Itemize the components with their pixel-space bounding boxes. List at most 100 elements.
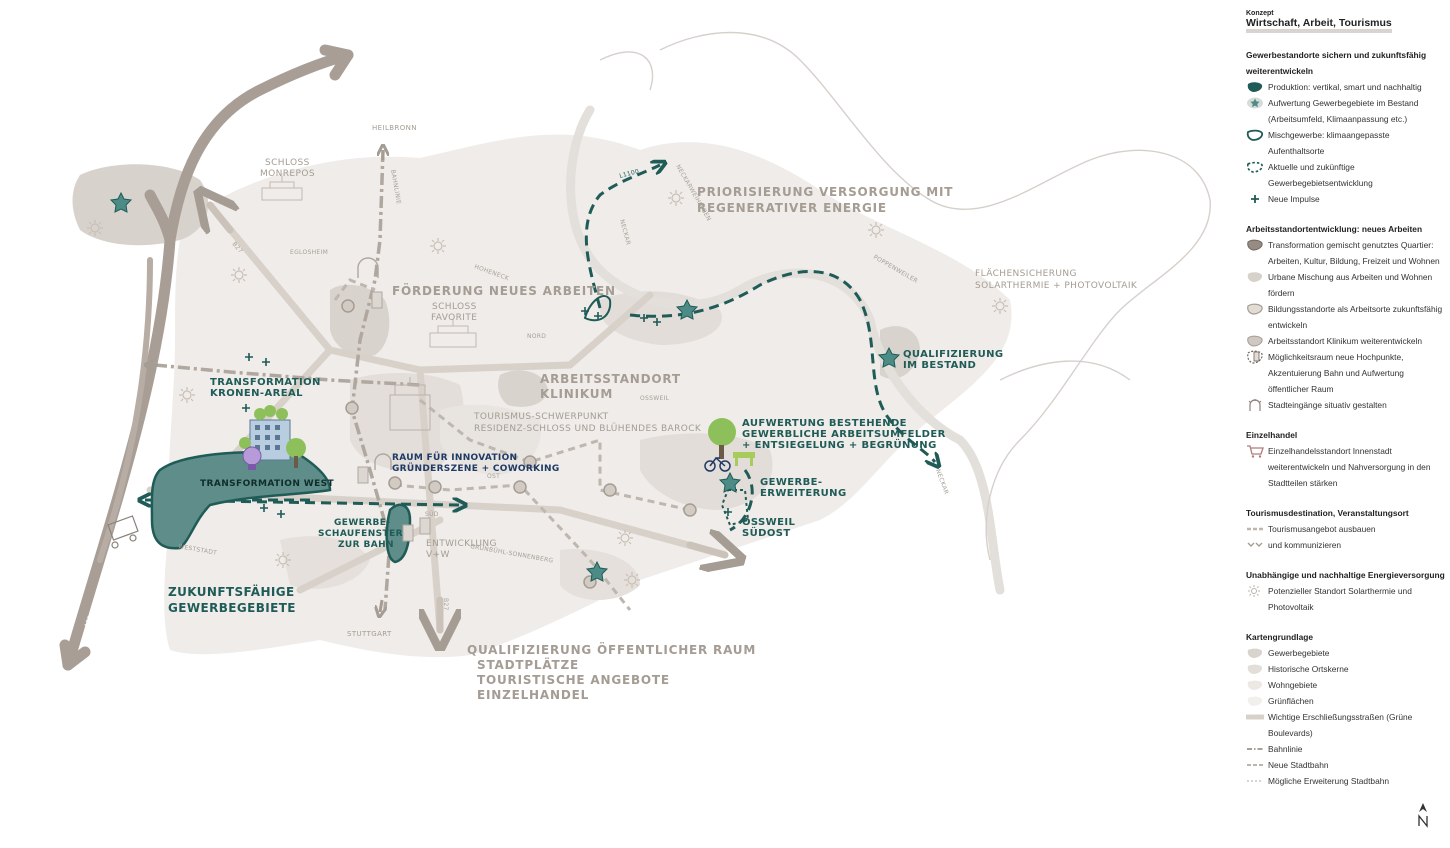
north-arrow-icon: [1418, 803, 1428, 828]
sun-icon: [87, 220, 103, 236]
svg-text:KLINIKUM: KLINIKUM: [540, 387, 613, 401]
svg-text:QUALIFIZIERUNG ÖFFENTLICHER RA: QUALIFIZIERUNG ÖFFENTLICHER RAUM: [467, 642, 756, 657]
svg-text:SÜD: SÜD: [425, 511, 439, 518]
legend-item: Produktion: vertikal, smart und nachhalt…: [1246, 79, 1446, 95]
svg-text:L1100: L1100: [619, 168, 640, 180]
swatch-lighter-icon: [1247, 696, 1263, 706]
svg-text:HEILBRONN: HEILBRONN: [372, 124, 417, 132]
legend-title: Wirtschaft, Arbeit, Tourismus: [1246, 17, 1392, 33]
sun-icon: [868, 222, 884, 238]
svg-text:AUFWERTUNG BESTEHENDE: AUFWERTUNG BESTEHENDE: [742, 418, 907, 429]
ossweil-dashed-outline: [720, 489, 750, 527]
svg-text:IM BESTAND: IM BESTAND: [903, 360, 976, 371]
svg-text:MONREPOS: MONREPOS: [260, 169, 315, 179]
svg-text:RAUM FÜR INNOVATION: RAUM FÜR INNOVATION: [392, 452, 517, 463]
svg-text:ARBEITSSTANDORT: ARBEITSSTANDORT: [540, 372, 681, 386]
swatch-dark-icon: [1247, 648, 1263, 658]
star-icon: [877, 346, 901, 368]
svg-text:GRÜNDERSZENE + COWORKING: GRÜNDERSZENE + COWORKING: [392, 463, 560, 474]
svg-text:FÖRDERUNG NEUES ARBEITEN: FÖRDERUNG NEUES ARBEITEN: [392, 283, 616, 298]
mixed-use-outline-icon: [1246, 129, 1264, 141]
svg-text:STUTTGART: STUTTGART: [347, 630, 392, 638]
svg-text:ZUKUNFTSFÄHIGE: ZUKUNFTSFÄHIGE: [168, 584, 295, 599]
legend-item: Transformation gemischt genutztes Quarti…: [1246, 237, 1446, 269]
plus-markers: [242, 307, 732, 518]
sun-icon: [1248, 585, 1260, 597]
svg-text:OSSWEIL: OSSWEIL: [742, 517, 795, 528]
svg-text:FLÄCHENSICHERUNG: FLÄCHENSICHERUNG: [975, 268, 1077, 279]
svg-text:A81: A81: [83, 614, 94, 628]
svg-text:REGENERATIVER ENERGIE: REGENERATIVER ENERGIE: [697, 201, 887, 215]
legend-item: Aktuelle und zukünftige Gewerbegebietsen…: [1246, 159, 1446, 191]
svg-text:OSSWEIL: OSSWEIL: [640, 395, 670, 402]
sun-icon: [179, 387, 195, 403]
neckar-river: [566, 105, 1005, 595]
svg-text:OST: OST: [487, 473, 500, 480]
sun-icon: [617, 530, 633, 546]
star-icon: [585, 560, 609, 582]
legend-section-heading: Gewerbestandorte sichern und zukunftsfäh…: [1246, 50, 1427, 76]
svg-text:A81: A81: [295, 87, 309, 100]
svg-text:V+W: V+W: [426, 550, 450, 560]
highrise-option-icon: [357, 291, 431, 542]
svg-text:QUALIFIZIERUNG: QUALIFIZIERUNG: [903, 349, 1004, 360]
svg-text:GEWERBEGEBIETE: GEWERBEGEBIETE: [168, 601, 296, 615]
legend-item: und kommunizieren: [1246, 537, 1446, 553]
shopping-cart-icon: [1247, 445, 1264, 458]
legend-item: Wohngebiete: [1246, 677, 1446, 693]
legend-section-heading: Unabhängige und nachhaltige Energieverso…: [1246, 570, 1445, 580]
sun-icon: [275, 552, 291, 568]
svg-text:NORD: NORD: [527, 333, 546, 340]
education-area-icon: [1247, 303, 1263, 315]
svg-text:SOLARTHERMIE + PHOTOVOLTAIK: SOLARTHERMIE + PHOTOVOLTAIK: [975, 281, 1138, 291]
legend-section-heading: Einzelhandel: [1246, 430, 1298, 440]
legend-item: Aufwertung Gewerbegebiete im Bestand (Ar…: [1246, 95, 1446, 127]
svg-text:EINZELHANDEL: EINZELHANDEL: [477, 688, 589, 702]
sun-icon: [668, 190, 684, 206]
truck-icon: [107, 515, 139, 549]
svg-text:ZUR BAHN: ZUR BAHN: [338, 540, 394, 550]
transformation-area-icon: [1247, 239, 1263, 251]
star-icon: [718, 471, 742, 493]
city-gate-icon: [1248, 399, 1262, 411]
svg-text:GEWERBE-: GEWERBE-: [334, 518, 390, 528]
legend-item: Tourismusangebot ausbauen: [1246, 521, 1446, 537]
sun-icon: [624, 572, 640, 588]
star-markers: [109, 191, 901, 582]
river-outlines: [599, 31, 1211, 561]
sun-icon: [992, 298, 1008, 314]
svg-text:PRIORISIERUNG VERSORGUNG MIT: PRIORISIERUNG VERSORGUNG MIT: [697, 185, 953, 199]
legend-item: Mischgewerbe: klimaangepasste Aufenthalt…: [1246, 127, 1446, 159]
svg-text:B27: B27: [442, 598, 449, 611]
svg-text:ERWEITERUNG: ERWEITERUNG: [760, 488, 847, 499]
legend-kicker: Konzept: [1246, 10, 1274, 17]
urban-mix-area-icon: [1247, 272, 1263, 282]
star-icon: [1247, 97, 1263, 109]
plus-icon: [1251, 195, 1259, 203]
legend-item: Mögliche Erweiterung Stadtbahn: [1246, 773, 1446, 789]
railway-arrows: [150, 150, 383, 612]
star-icon: [675, 298, 699, 320]
svg-text:TOURISMUS-SCHWERPUNKT: TOURISMUS-SCHWERPUNKT: [473, 412, 609, 422]
legend-item: Urbane Mischung aus Arbeiten und Wohnen …: [1246, 269, 1446, 301]
legend-item: Gewerbegebiete: [1246, 645, 1446, 661]
svg-text:GEWERBE-: GEWERBE-: [760, 477, 822, 488]
legend-section-heading: Tourismusdestination, Veranstaltungsort: [1246, 508, 1409, 518]
legend-section-gewerbe: Gewerbestandorte sichern und zukunftsfäh…: [1246, 47, 1446, 207]
svg-text:EGLOSHEIM: EGLOSHEIM: [290, 249, 328, 256]
svg-text:SÜDOST: SÜDOST: [742, 525, 791, 539]
castle-favorite-icon: [429, 319, 477, 348]
legend-item: Neue Impulse: [1246, 191, 1446, 207]
a81-secondary: [97, 257, 153, 563]
map-legend: Konzept Wirtschaft, Arbeit, Tourismus Ge…: [1246, 10, 1446, 789]
svg-text:RESIDENZ-SCHLOSS UND BLÜHENDES: RESIDENZ-SCHLOSS UND BLÜHENDES BAROCK: [474, 423, 702, 434]
legend-item: Bahnlinie: [1246, 741, 1446, 757]
street-tree-icon: [708, 418, 736, 459]
legend-item: Einzelhandelsstandort Innenstadt weitere…: [1246, 443, 1446, 491]
tram-line-icon: [1247, 764, 1263, 766]
chevrons-icon: [1247, 542, 1263, 547]
bench-icon: [733, 452, 755, 466]
legend-section-heading: Arbeitsstandortentwicklung: neues Arbeit…: [1246, 224, 1423, 234]
concept-map: HEILBRONN STUTTGART SCHLOSS MONREPOS SCH…: [59, 31, 1211, 702]
svg-text:TRANSFORMATION WEST: TRANSFORMATION WEST: [200, 479, 335, 489]
